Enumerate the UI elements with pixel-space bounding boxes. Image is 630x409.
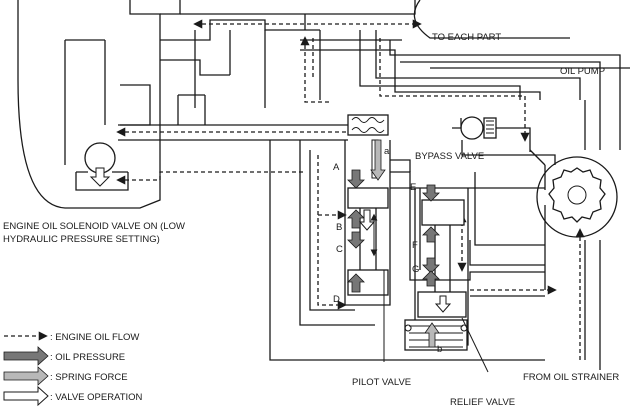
oil-pump-gear bbox=[548, 167, 606, 223]
pilot-spool-upper bbox=[347, 187, 389, 209]
pilot-valve-operation-icon bbox=[358, 209, 376, 231]
relief-valve-operation-icon bbox=[434, 295, 452, 313]
point-E-label: E bbox=[410, 182, 416, 193]
legend-valve-operation: : VALVE OPERATION bbox=[50, 392, 143, 403]
point-G-label: G bbox=[412, 264, 419, 275]
legend-spring-force: : SPRING FORCE bbox=[50, 372, 128, 383]
legend-valve-operation-icon bbox=[3, 385, 49, 407]
pilot-valve-label: PILOT VALVE bbox=[352, 377, 411, 388]
bypass-valve: BYPASS VALVE bbox=[415, 116, 556, 165]
engine-block-outline bbox=[17, 0, 320, 209]
point-D-label: D bbox=[333, 294, 340, 305]
legend-oil-pressure-icon bbox=[3, 346, 49, 366]
engine-oil-solenoid-valve bbox=[75, 142, 305, 191]
solenoid-label-line2: HYDRAULIC PRESSURE SETTING) bbox=[3, 234, 160, 245]
solenoid-label-line1: ENGINE OIL SOLENOID VALVE ON (LOW bbox=[3, 221, 185, 232]
solenoid-valve-operation-icon bbox=[89, 167, 111, 187]
relief-pressure-g-icon bbox=[422, 270, 440, 287]
point-B-label: B bbox=[336, 222, 342, 233]
relief-pressure-e-icon bbox=[422, 184, 440, 202]
point-A-label: A bbox=[333, 162, 340, 173]
relief-spring-force-icon bbox=[424, 322, 440, 348]
oil-pump-label: OIL PUMP bbox=[560, 66, 605, 77]
legend: : ENGINE OIL FLOW : OIL PRESSURE : SPRIN… bbox=[3, 331, 143, 407]
relief-valve-label: RELIEF VALVE bbox=[450, 397, 515, 408]
legend-spring-force-icon bbox=[3, 366, 49, 386]
pilot-pressure-d-icon bbox=[347, 273, 365, 293]
point-C-label: C bbox=[336, 244, 343, 255]
relief-spool-upper bbox=[421, 199, 465, 226]
pilot-pressure-a-icon bbox=[347, 169, 365, 189]
pilot-spring-force-icon bbox=[370, 139, 386, 181]
legend-engine-oil-flow: : ENGINE OIL FLOW bbox=[50, 332, 139, 343]
point-b-label: b bbox=[437, 344, 442, 355]
pilot-pressure-c-icon bbox=[347, 231, 365, 249]
pilot-valve: A B C D a PILOT VALVE bbox=[333, 114, 411, 388]
pilot-pressure-b-icon bbox=[347, 209, 365, 229]
relief-pressure-f-down-icon bbox=[422, 257, 440, 274]
to-each-part-label: TO EACH PART bbox=[432, 32, 501, 43]
relief-pressure-f-up-icon bbox=[422, 226, 440, 243]
point-a-label: a bbox=[384, 146, 390, 157]
top-gallery: TO EACH PART bbox=[180, 0, 581, 142]
bypass-valve-label: BYPASS VALVE bbox=[415, 151, 484, 162]
point-F-label: F bbox=[412, 240, 418, 251]
relief-valve: E F G b RELIEF VALVE bbox=[404, 182, 515, 408]
relief-spring-housing bbox=[404, 319, 468, 351]
oil-pump-area: OIL PUMP bbox=[389, 40, 630, 370]
legend-oil-pressure: : OIL PRESSURE bbox=[50, 352, 125, 363]
from-oil-strainer-label: FROM OIL STRAINER bbox=[523, 372, 619, 383]
main-passages bbox=[116, 124, 557, 361]
